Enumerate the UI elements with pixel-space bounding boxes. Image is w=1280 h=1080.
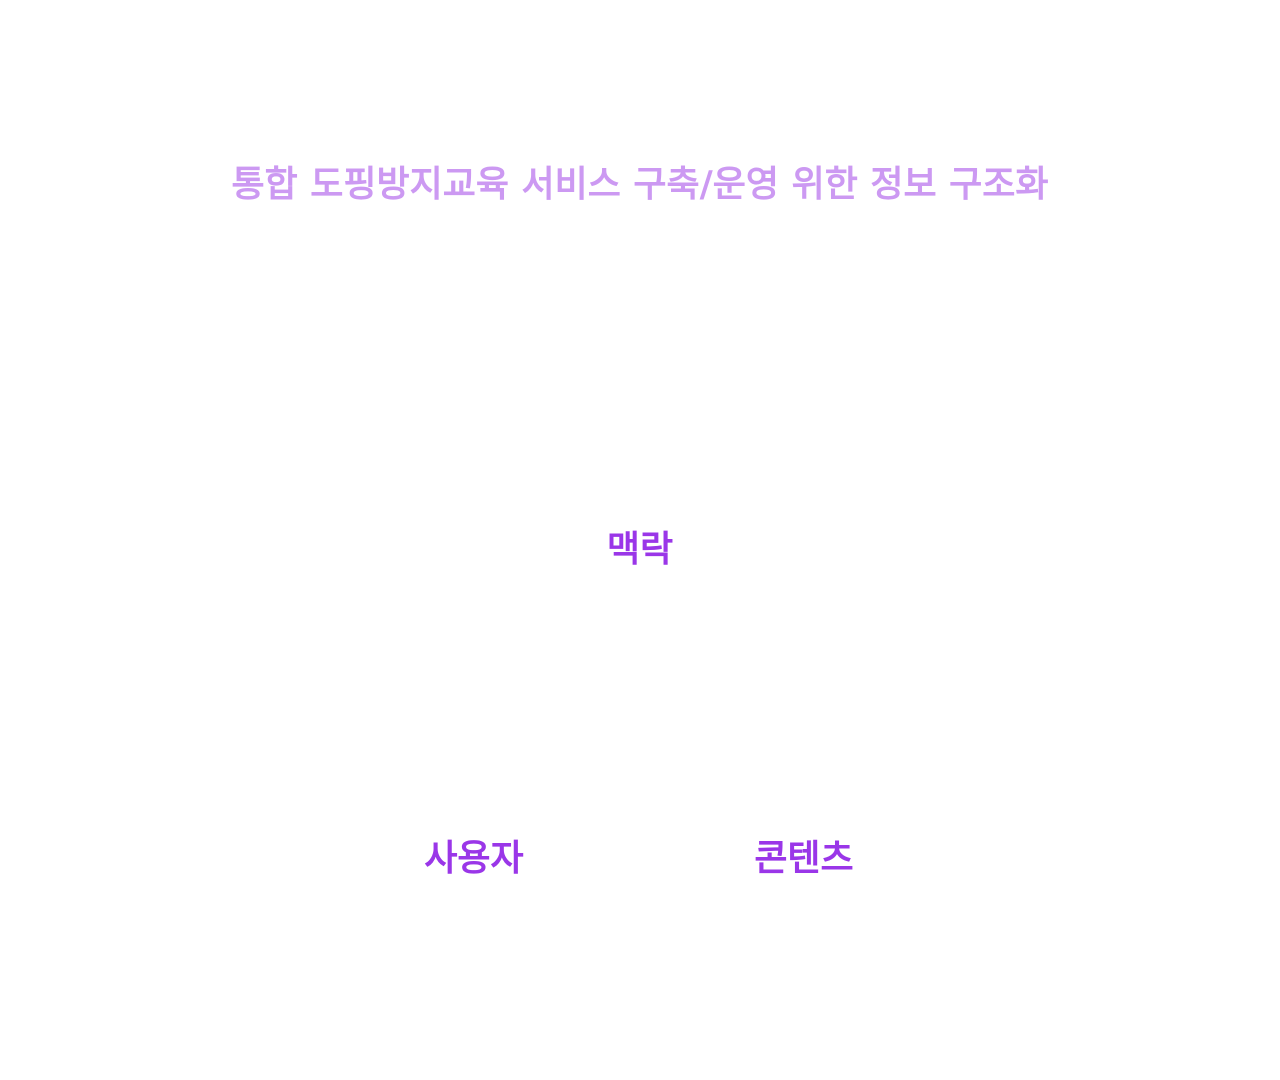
node-context: 맥락 xyxy=(606,529,674,570)
node-user: 사용자 xyxy=(424,838,524,879)
page-title: 통합 도핑방지교육 서비스 구축/운영 위한 정보 구조화 xyxy=(231,164,1049,205)
node-content: 콘텐츠 xyxy=(754,838,854,879)
